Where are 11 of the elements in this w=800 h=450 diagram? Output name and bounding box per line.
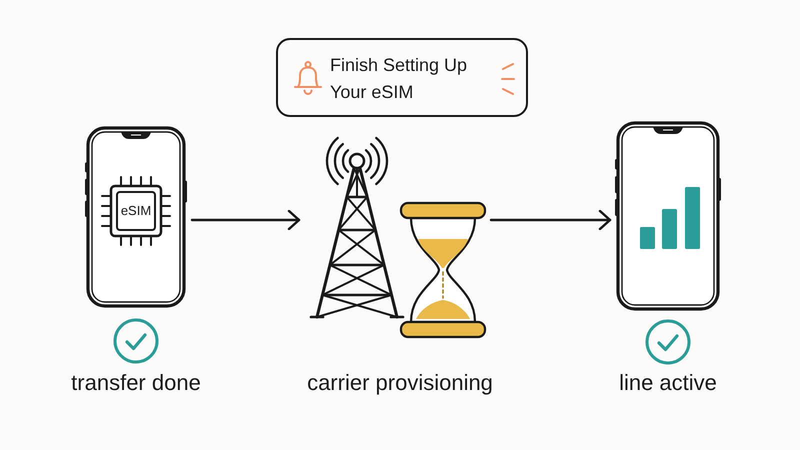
arrow — [190, 210, 300, 230]
arrow — [490, 210, 612, 230]
chip-label: eSIM — [120, 203, 152, 219]
stage-caption: transfer done — [71, 370, 201, 396]
notification-text: Finish Setting Up Your eSIM — [330, 54, 468, 104]
phone-illustration — [84, 126, 188, 308]
stage-caption: line active — [619, 370, 717, 396]
notification-card — [276, 38, 528, 117]
phone-illustration — [614, 121, 722, 311]
esim-chip — [101, 176, 171, 246]
stage-caption: carrier provisioning — [307, 370, 493, 396]
